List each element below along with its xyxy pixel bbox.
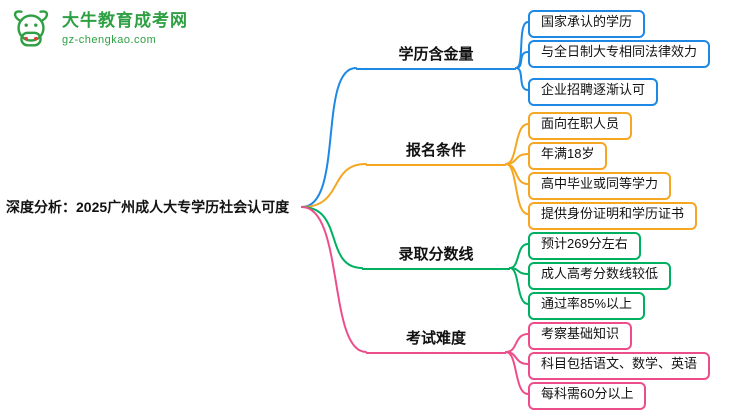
leaf-node-b1-2: 与全日制大专相同法律效力 [528,40,711,68]
branch-label-exam-difficulty: 考试难度 [366,328,506,354]
connector-b1-leaf3 [515,67,529,91]
connector-b1-leaf1 [515,21,529,69]
leaf-node-b3-2: 成人高考分数线较低 [528,262,672,290]
connector-b2-leaf2 [505,153,529,165]
leaf-node-b3-3: 通过率85%以上 [528,292,646,320]
leaf-node-b4-3: 每科需60分以上 [528,382,647,410]
connector-b1-leaf2 [515,51,529,69]
connector-root-branch3 [301,206,363,269]
connector-b2-leaf3 [505,163,529,185]
branch-label-registration-conditions: 报名条件 [366,140,506,166]
leaf-node-b4-1: 考察基础知识 [528,322,633,350]
branch-label-credential-value: 学历含金量 [356,44,516,70]
branch-label-admission-score: 录取分数线 [362,244,510,270]
leaf-node-b2-4: 提供身份证明和学历证书 [528,202,698,230]
bull-logo-icon [13,10,49,47]
connector-root-branch1 [301,67,357,208]
connector-b4-leaf1 [505,333,529,353]
connector-root-branch2 [301,163,367,208]
leaf-node-b4-2: 科目包括语文、数学、英语 [528,352,711,380]
connector-b3-leaf2 [509,267,529,275]
leaf-node-b3-1: 预计269分左右 [528,232,641,260]
connector-root-branch4 [301,206,367,353]
logo-text: 大牛教育成考网 gz-chengkao.com [62,11,188,47]
connector-b2-leaf1 [505,123,529,165]
leaf-node-b1-1: 国家承认的学历 [528,10,646,38]
logo-title: 大牛教育成考网 [62,11,188,31]
leaf-node-b2-2: 年满18岁 [528,142,608,170]
connector-b3-leaf3 [509,267,529,305]
leaf-node-b2-1: 面向在职人员 [528,112,633,140]
connector-b4-leaf3 [505,351,529,395]
connector-b3-leaf1 [509,243,529,269]
logo-url: gz-chengkao.com [62,33,157,46]
root-topic: 深度分析：2025广州成人大专学历社会认可度 [6,199,290,215]
leaf-node-b1-3: 企业招聘逐渐认可 [528,78,659,106]
leaf-node-b2-3: 高中毕业或同等学力 [528,172,672,200]
connector-b4-leaf2 [505,351,529,365]
logo: 大牛教育成考网 gz-chengkao.com [8,6,188,52]
connector-b2-leaf4 [505,163,529,215]
